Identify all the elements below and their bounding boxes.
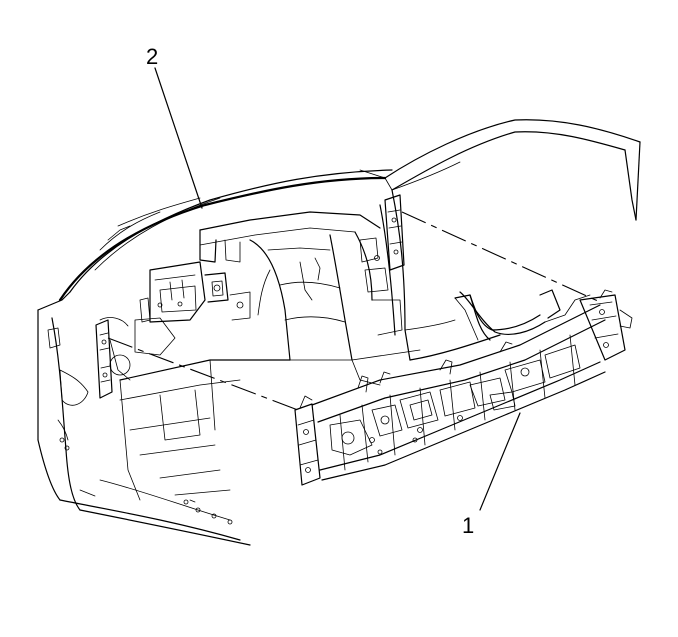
vehicle-body-shell (37, 119, 641, 546)
leader-lines (154, 67, 521, 511)
interior-floor-firewall (99, 211, 421, 525)
callouts: 2 1 (146, 44, 474, 538)
left-firewall-brackets (139, 261, 251, 323)
left-hinge-pillar-bracket (95, 319, 113, 399)
alignment-lines (107, 211, 601, 411)
callout-1-label: 1 (462, 513, 474, 538)
right-hinge-pillar-bracket (384, 194, 405, 271)
instrument-panel-carrier (294, 289, 633, 486)
callout-2-label: 2 (146, 44, 158, 69)
